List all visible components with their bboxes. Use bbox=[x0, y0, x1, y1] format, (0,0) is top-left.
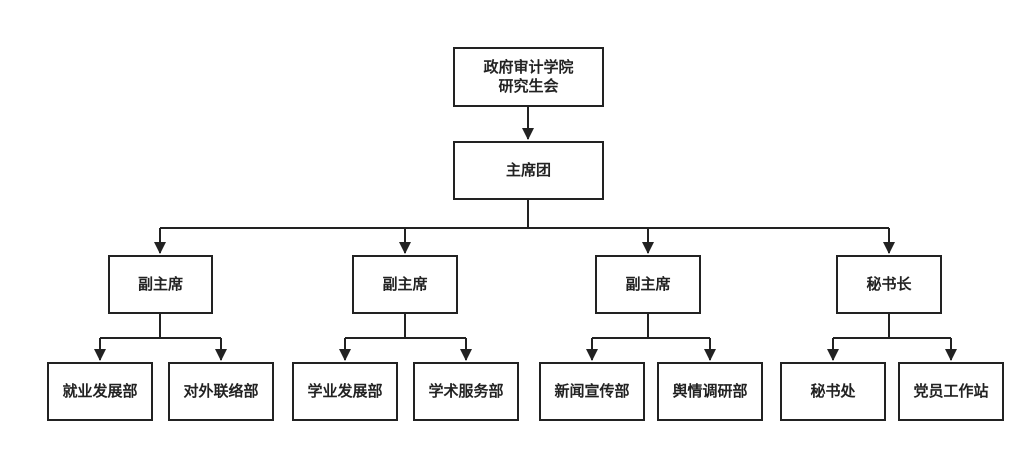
department-node-public-opinion-research: 舆情调研部 bbox=[657, 362, 763, 421]
department-node-secretariat: 秘书处 bbox=[780, 362, 886, 421]
department-node-external-liaison: 对外联络部 bbox=[168, 362, 274, 421]
department-node-employment-development: 就业发展部 bbox=[47, 362, 153, 421]
root-node-line2: 研究生会 bbox=[498, 77, 559, 95]
root-node-graduate-union: 政府审计学院 研究生会 bbox=[453, 47, 604, 107]
root-node-line1: 政府审计学院 bbox=[483, 58, 574, 76]
vice-president-node-3: 副主席 bbox=[595, 255, 701, 314]
presidium-node: 主席团 bbox=[453, 141, 604, 200]
department-label: 学术服务部 bbox=[428, 382, 504, 400]
department-label: 就业发展部 bbox=[62, 382, 138, 400]
vice-president-node-2: 副主席 bbox=[352, 255, 458, 314]
department-node-party-member-station: 党员工作站 bbox=[898, 362, 1004, 421]
department-node-academic-development: 学业发展部 bbox=[292, 362, 398, 421]
department-label: 学业发展部 bbox=[307, 382, 383, 400]
department-label: 对外联络部 bbox=[183, 382, 259, 400]
secretary-general-node: 秘书长 bbox=[836, 255, 942, 314]
department-label: 党员工作站 bbox=[913, 382, 989, 400]
department-label: 秘书处 bbox=[810, 382, 856, 400]
vice-president-label-1: 副主席 bbox=[137, 275, 183, 293]
department-node-news-publicity: 新闻宣传部 bbox=[539, 362, 645, 421]
presidium-label: 主席团 bbox=[505, 161, 551, 179]
secretary-general-label: 秘书长 bbox=[866, 275, 912, 293]
vice-president-label-3: 副主席 bbox=[625, 275, 671, 293]
department-label: 新闻宣传部 bbox=[554, 382, 630, 400]
department-node-academic-services: 学术服务部 bbox=[413, 362, 519, 421]
vice-president-label-2: 副主席 bbox=[382, 275, 428, 293]
vice-president-node-1: 副主席 bbox=[108, 255, 213, 314]
department-label: 舆情调研部 bbox=[672, 382, 748, 400]
